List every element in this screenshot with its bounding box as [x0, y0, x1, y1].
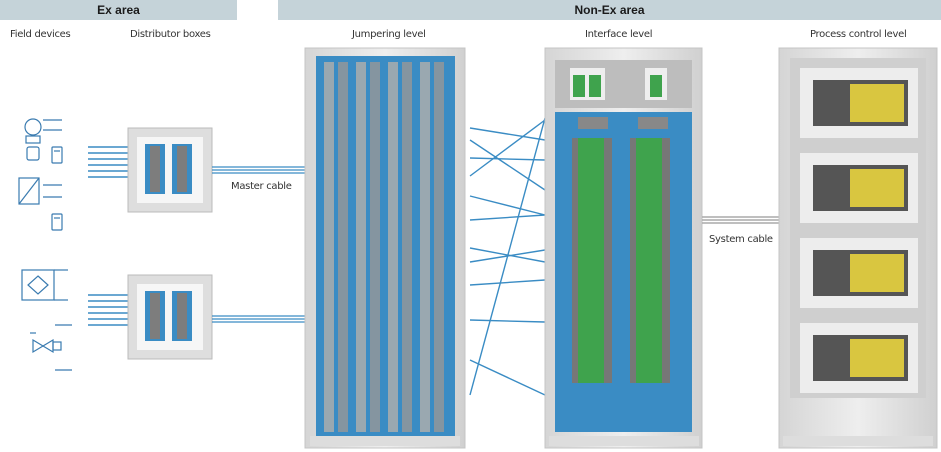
- controller-rack-2: [800, 153, 918, 223]
- master-cables: [212, 166, 306, 323]
- jumper-cables: [469, 117, 546, 396]
- handheld-terminal-2-icon: [51, 213, 63, 231]
- controller-rack-4: [800, 323, 918, 393]
- isolator-icon: [21, 269, 68, 301]
- interface-level-label: Interface level: [585, 29, 653, 40]
- process-control-level-label: Process control level: [810, 29, 907, 40]
- interface-cabinet: [544, 47, 703, 449]
- pressure-transmitter-icon: [24, 118, 62, 161]
- distributor-boxes-label: Distributor boxes: [130, 29, 211, 40]
- ex-area-band: Ex area: [0, 0, 237, 20]
- system-cable: [702, 216, 780, 224]
- field-devices: [18, 118, 72, 371]
- handheld-terminal-icon: [51, 146, 63, 164]
- field-cables: [88, 146, 128, 326]
- distributor-box-2: [127, 274, 213, 360]
- jumpering-rails: [324, 62, 444, 432]
- process-control-cabinet: [778, 47, 938, 449]
- system-cable-label: System cable: [708, 234, 774, 245]
- converter-icon: [18, 177, 62, 205]
- valve-icon: [30, 324, 72, 371]
- master-cable-label: Master cable: [230, 181, 293, 192]
- controller-rack-3: [800, 238, 918, 308]
- distributor-box-1: [127, 127, 213, 213]
- non-ex-area-label: Non-Ex area: [574, 3, 645, 17]
- non-ex-area-band: Non-Ex area: [278, 0, 941, 20]
- jumpering-cabinet: [304, 47, 466, 449]
- controller-rack-1: [800, 68, 918, 138]
- field-devices-label: Field devices: [10, 29, 71, 40]
- jumpering-level-label: Jumpering level: [352, 29, 426, 40]
- ex-area-label: Ex area: [97, 3, 140, 17]
